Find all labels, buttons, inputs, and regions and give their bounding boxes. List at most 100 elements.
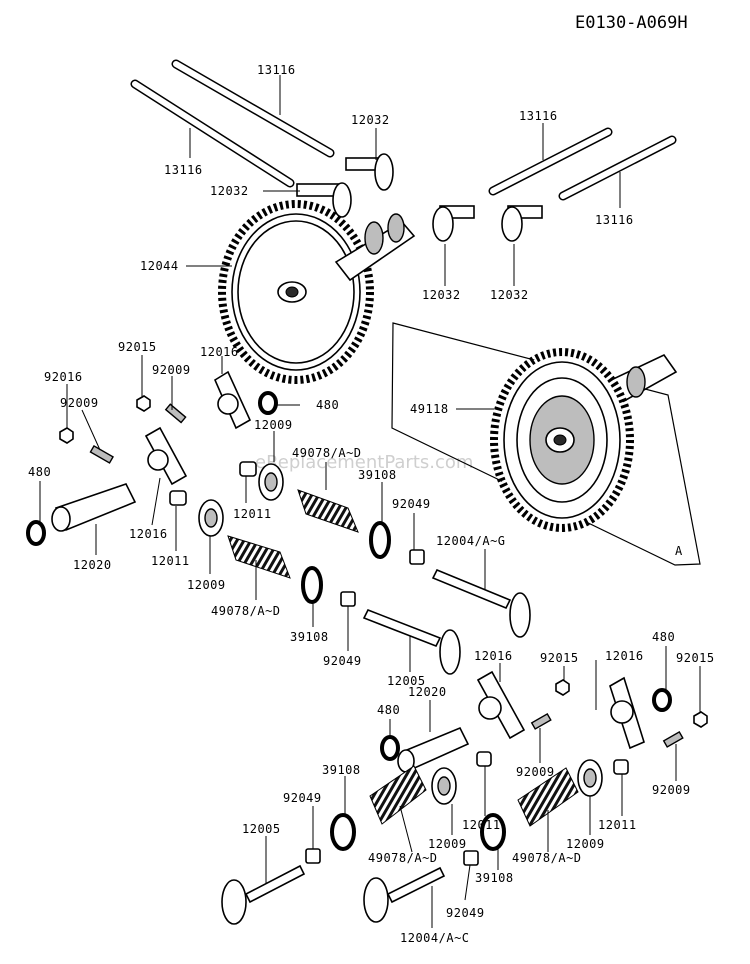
- callout: 92009: [60, 396, 99, 410]
- callout: 12044: [140, 259, 179, 273]
- circlip: [380, 735, 400, 761]
- stem-seal: [409, 549, 425, 565]
- rocker-shaft: [51, 483, 137, 532]
- push-rod: [488, 127, 613, 196]
- rocker-shaft: [397, 726, 470, 773]
- callout: 12011: [598, 818, 637, 832]
- callout: 92009: [152, 363, 191, 377]
- callout: 480: [652, 630, 675, 644]
- callout: 39108: [290, 630, 329, 644]
- washer: [330, 813, 356, 851]
- washer: [480, 813, 506, 851]
- tappet: [296, 182, 352, 218]
- callout: 12020: [73, 558, 112, 572]
- circlip: [26, 520, 46, 546]
- valve-spring: [517, 767, 579, 827]
- valve-spring: [227, 535, 291, 579]
- rocker-arm: [213, 370, 252, 430]
- leader-lines: [39, 75, 701, 928]
- spring-retainer: [258, 463, 284, 501]
- adjust-screw: [662, 730, 684, 748]
- valve-spring: [297, 489, 359, 533]
- rocker-arm: [144, 426, 188, 486]
- callout: 92015: [118, 340, 157, 354]
- callout: 12020: [408, 685, 447, 699]
- nut: [59, 427, 74, 444]
- spring-retainer: [198, 499, 224, 537]
- spring-retainer: [577, 759, 603, 797]
- callout: 12009: [428, 837, 467, 851]
- callout: 12009: [254, 418, 293, 432]
- rocker-arm: [609, 676, 645, 750]
- callout: 12016: [474, 649, 513, 663]
- watermark: eReplacementParts.com: [255, 452, 473, 473]
- stem-seal: [340, 591, 356, 607]
- callout: 92009: [516, 765, 555, 779]
- callout: 39108: [475, 871, 514, 885]
- adjust-screw: [530, 712, 552, 730]
- callout: 12016: [200, 345, 239, 359]
- callout: 12011: [151, 554, 190, 568]
- push-rod: [130, 79, 295, 188]
- callout: 12011: [233, 507, 272, 521]
- circlip: [258, 391, 278, 415]
- callout: 12011: [462, 818, 501, 832]
- callout: 13116: [519, 109, 558, 123]
- valve: [363, 866, 446, 923]
- callout: 92049: [323, 654, 362, 668]
- inset-label: A: [675, 544, 683, 558]
- pivot: [613, 759, 629, 775]
- nut: [555, 679, 570, 696]
- callout: 39108: [322, 763, 361, 777]
- washer: [301, 566, 323, 604]
- push-rod: [171, 59, 335, 158]
- diagram-code: E0130-A069H: [575, 13, 688, 33]
- circlip: [652, 688, 672, 712]
- stem-seal: [305, 848, 321, 864]
- callout: 480: [28, 465, 51, 479]
- callout: 12004/A~G: [436, 534, 506, 548]
- callout: 92015: [676, 651, 715, 665]
- callout: 49078/A~D: [512, 851, 582, 865]
- pivot: [239, 461, 257, 477]
- valve: [221, 864, 306, 925]
- callout: 12016: [605, 649, 644, 663]
- callout: 12032: [490, 288, 529, 302]
- valve: [431, 568, 531, 638]
- callout: 12004/A~C: [400, 931, 470, 945]
- callout: 92049: [446, 906, 485, 920]
- callout: 12032: [422, 288, 461, 302]
- nut: [136, 395, 151, 412]
- camshaft-gear-assembly: [490, 348, 678, 532]
- callout: 12016: [129, 527, 168, 541]
- valve-spring: [369, 765, 427, 825]
- nut: [693, 711, 708, 728]
- callout: 480: [316, 398, 339, 412]
- callout: 49078/A~D: [211, 604, 281, 618]
- callout: 39108: [358, 468, 397, 482]
- callout: 92049: [283, 791, 322, 805]
- adjust-screw: [164, 403, 187, 424]
- callout: 92016: [44, 370, 83, 384]
- callout: 92049: [392, 497, 431, 511]
- rocker-arm: [476, 670, 526, 740]
- callout: 13116: [164, 163, 203, 177]
- valve: [362, 608, 461, 675]
- callout: 49078/A~D: [292, 446, 362, 460]
- adjust-screw: [89, 444, 114, 464]
- push-rod: [558, 135, 677, 201]
- spring-retainer: [431, 767, 457, 805]
- callout: 12009: [566, 837, 605, 851]
- callout: 480: [377, 703, 400, 717]
- callout: 13116: [595, 213, 634, 227]
- callout: 92015: [540, 651, 579, 665]
- washer: [369, 521, 391, 559]
- callout: 92009: [652, 783, 691, 797]
- tappet: [432, 205, 475, 242]
- tappet: [501, 205, 543, 242]
- callout: 12005: [242, 822, 281, 836]
- camshaft-gear: [218, 200, 416, 384]
- callout: 12009: [187, 578, 226, 592]
- callout: 49118: [410, 402, 449, 416]
